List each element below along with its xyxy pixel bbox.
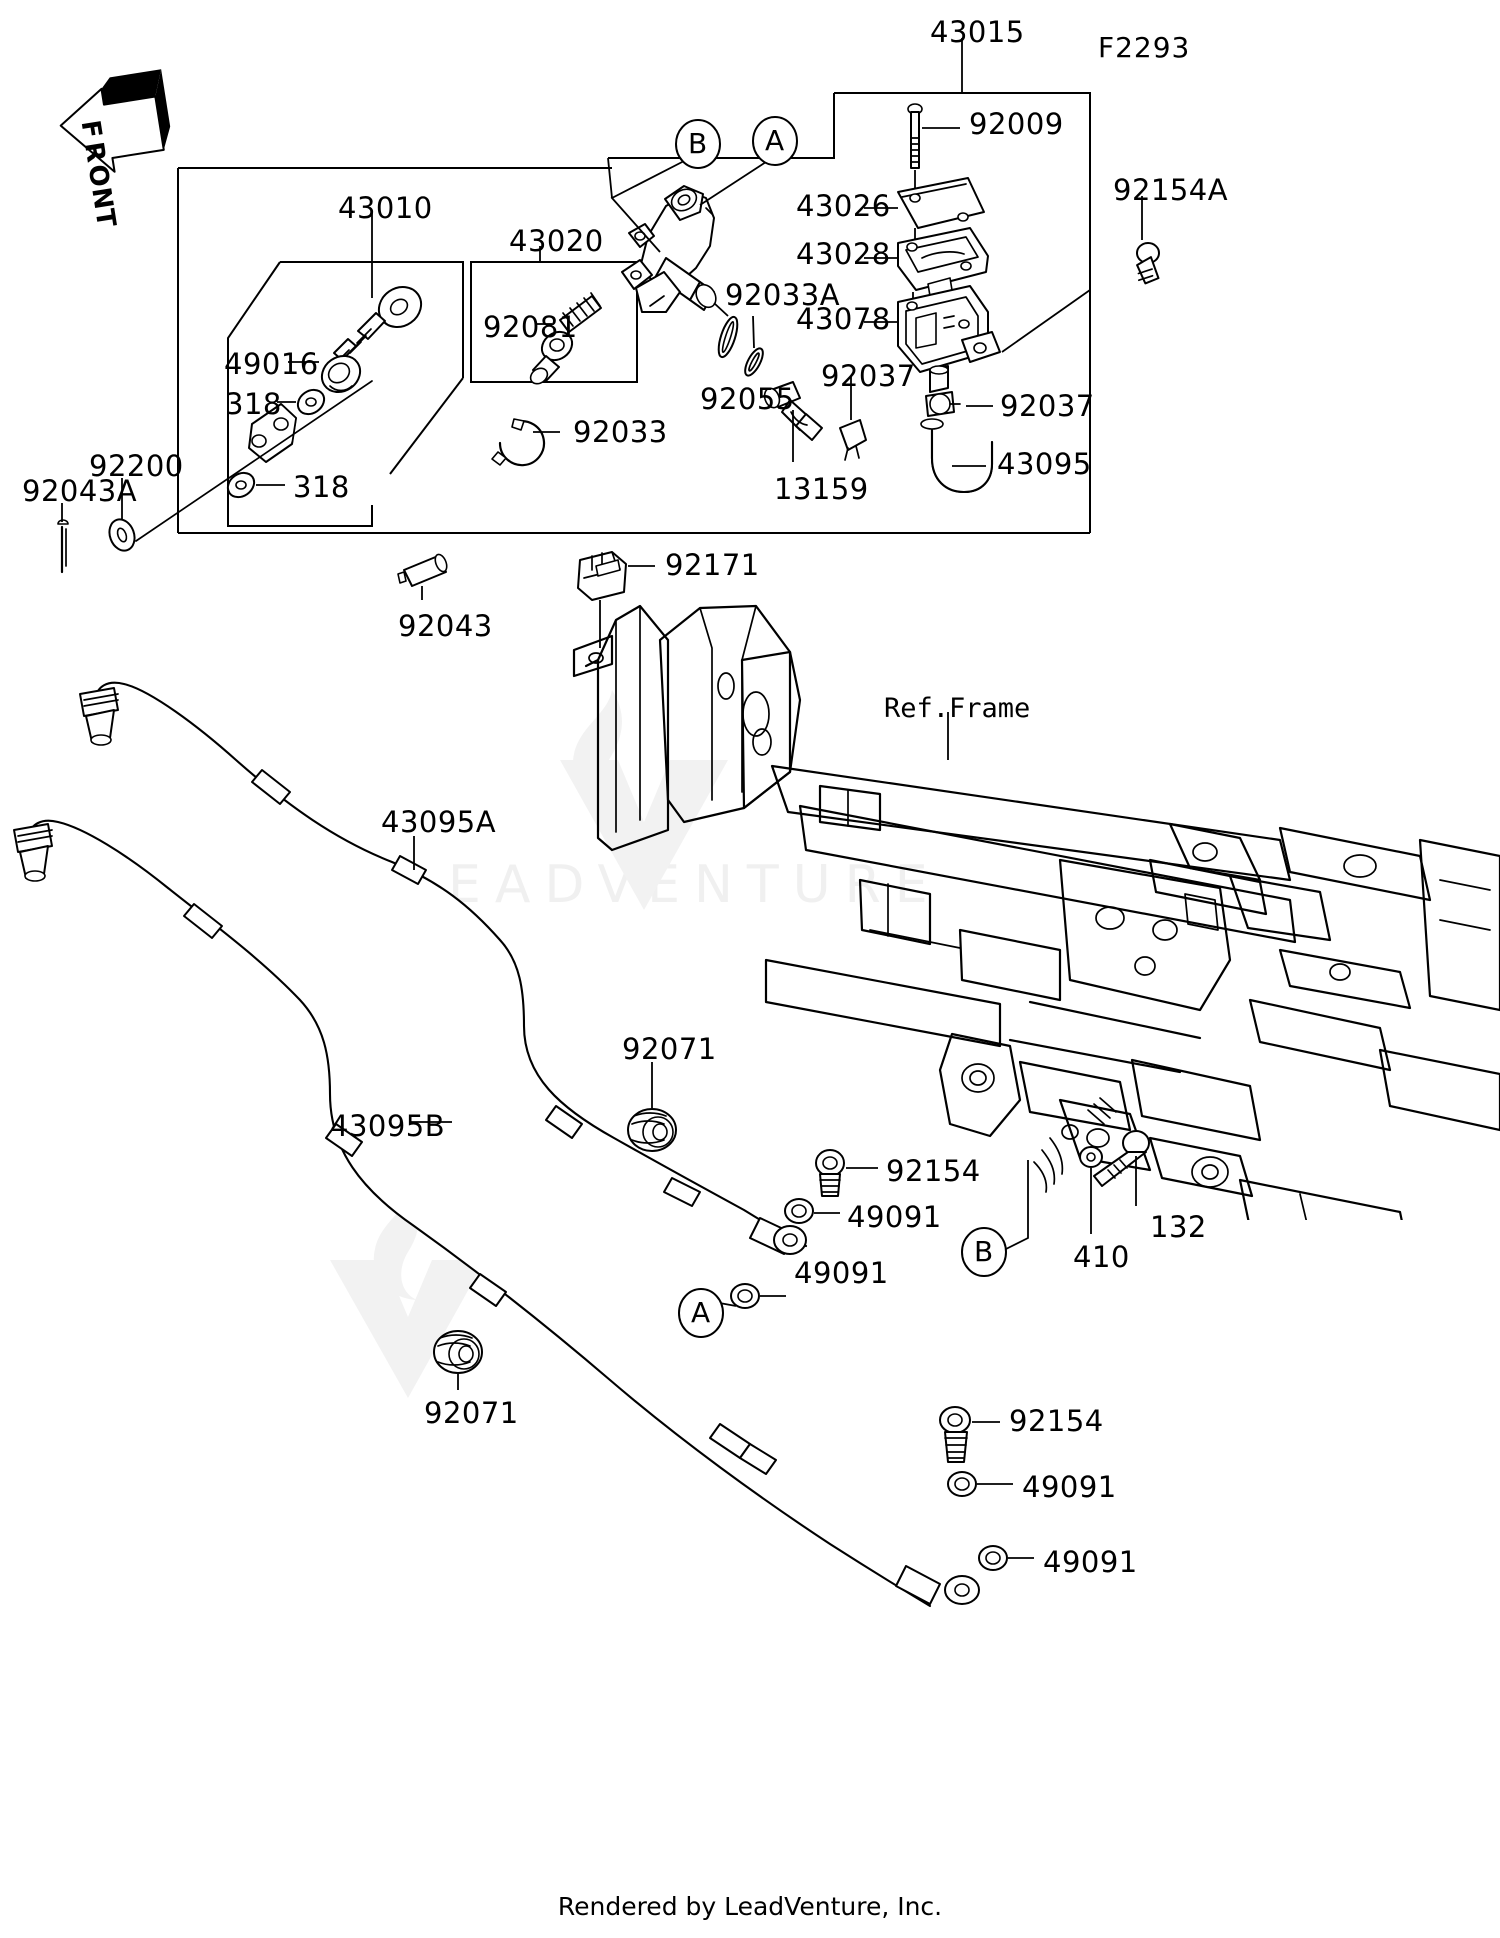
balloon-b-bottom: B [974, 1235, 994, 1268]
svg-text:F: F [75, 118, 107, 140]
part-43095-hose [920, 418, 994, 494]
part-92154a-bolt [1136, 242, 1160, 285]
callout-13159: 13159 [774, 472, 869, 506]
group-box-43020 [470, 261, 638, 383]
callout-49091-mid: 49091 [847, 1200, 942, 1234]
part-rod-line [135, 380, 373, 542]
callout-92043a: 92043A [22, 474, 138, 508]
callout-43078: 43078 [796, 302, 891, 336]
sheet-code-f2293: F2293 [1098, 31, 1191, 64]
part-92033-circlip [491, 418, 546, 467]
callout-43095b: 43095B [330, 1109, 446, 1143]
callout-92154-mid: 92154 [886, 1154, 981, 1188]
part-43095a-hose [79, 681, 808, 1255]
part-49091-washer-lower1 [947, 1471, 977, 1497]
part-piston-43020 [529, 330, 574, 385]
callout-318-upper: 318 [225, 387, 282, 421]
part-13159-joint [763, 381, 823, 441]
callout-92033: 92033 [573, 415, 668, 449]
group-box-43015 [834, 92, 1091, 533]
part-92037-clamp-lower [839, 419, 867, 461]
callout-92171: 92171 [665, 548, 760, 582]
part-49016-dust-seal [320, 354, 362, 394]
part-92200-washer [108, 518, 136, 552]
part-43028-diaphragm [897, 227, 989, 297]
balloon-b-top: B [688, 127, 708, 160]
part-92055-o-ring [744, 347, 764, 377]
callout-43095: 43095 [997, 447, 1092, 481]
part-318-nut-lower [226, 471, 256, 499]
front-arrow-icon: F R O N T [59, 69, 171, 229]
part-92081-spring [559, 292, 602, 333]
callout-49091-lower1: 49091 [1022, 1470, 1117, 1504]
leader-balloon-a-top [699, 159, 770, 206]
ref-frame-drawing [572, 604, 1500, 1220]
callout-92081: 92081 [483, 310, 578, 344]
leader-92033a [713, 302, 729, 317]
balloon-circles [675, 116, 1007, 1338]
part-49091-washer-a [730, 1283, 760, 1309]
leader-balloon-b-bottom [1003, 1160, 1029, 1251]
callout-410: 410 [1073, 1240, 1130, 1274]
callout-49016: 49016 [224, 347, 319, 381]
part-43095b-hose [13, 819, 980, 1608]
part-clevis-joint [248, 403, 297, 463]
part-92009-bolt [907, 103, 923, 169]
callout-92200: 92200 [89, 449, 184, 483]
callout-92037-lower: 92037 [1000, 389, 1095, 423]
callout-92055: 92055 [700, 382, 795, 416]
part-92154-bolt-lower [939, 1406, 971, 1463]
callout-43020: 43020 [509, 224, 604, 258]
part-master-cylinder [621, 185, 717, 313]
callout-43095a: 43095A [381, 805, 497, 839]
callout-43010: 43010 [338, 191, 433, 225]
part-318-nut-upper [296, 388, 326, 416]
footer-credit: Rendered by LeadVenture, Inc. [557, 1892, 943, 1921]
svg-text:N: N [85, 185, 118, 211]
part-92033a-o-ring [717, 315, 739, 359]
part-132-bolt [1093, 1130, 1150, 1187]
part-92154-bolt-mid [815, 1149, 845, 1197]
callout-92009: 92009 [969, 107, 1064, 141]
callout-132: 132 [1150, 1210, 1207, 1244]
callout-92071-lower: 92071 [424, 1396, 519, 1430]
callout-92071-upper: 92071 [622, 1032, 717, 1066]
balloon-a-bottom: A [691, 1296, 711, 1329]
part-43010-push-rod [333, 285, 423, 365]
part-92171-clamp [577, 551, 627, 601]
svg-text:O: O [82, 163, 115, 190]
svg-text:R: R [78, 140, 111, 164]
callout-43026: 43026 [796, 189, 891, 223]
callout-92043: 92043 [398, 609, 493, 643]
group-box-43010 [280, 261, 464, 378]
part-92071-grommet-upper [627, 1108, 677, 1152]
part-49091-washer-lower2 [978, 1545, 1008, 1571]
part-410-washer [1079, 1146, 1103, 1168]
callout-92154-lower: 92154 [1009, 1404, 1104, 1438]
part-43026-plate [897, 177, 985, 229]
part-49091-washer-mid [784, 1198, 814, 1224]
part-92071-grommet-lower [433, 1330, 483, 1374]
part-43078-reservoir [897, 285, 1001, 393]
part-92043a-cotter-pin [57, 519, 69, 574]
callout-49091-a: 49091 [794, 1256, 889, 1290]
balloon-a-top: A [765, 124, 785, 157]
callout-318-lower: 318 [293, 470, 350, 504]
leader-92055 [752, 315, 755, 349]
callout-92033a: 92033A [725, 278, 841, 312]
leader-balloon-b-top2 [607, 157, 613, 199]
callout-92154a: 92154A [1113, 173, 1229, 207]
svg-text:T: T [89, 207, 121, 229]
callout-43028: 43028 [796, 237, 891, 271]
ref-frame-label: Ref.Frame [884, 693, 1031, 724]
callout-49091-lower2: 49091 [1043, 1545, 1138, 1579]
callout-43015: 43015 [930, 15, 1025, 49]
part-92037-clamp-upper [925, 391, 961, 417]
callout-92037-upper: 92037 [821, 359, 916, 393]
part-92043-pin [397, 553, 448, 587]
